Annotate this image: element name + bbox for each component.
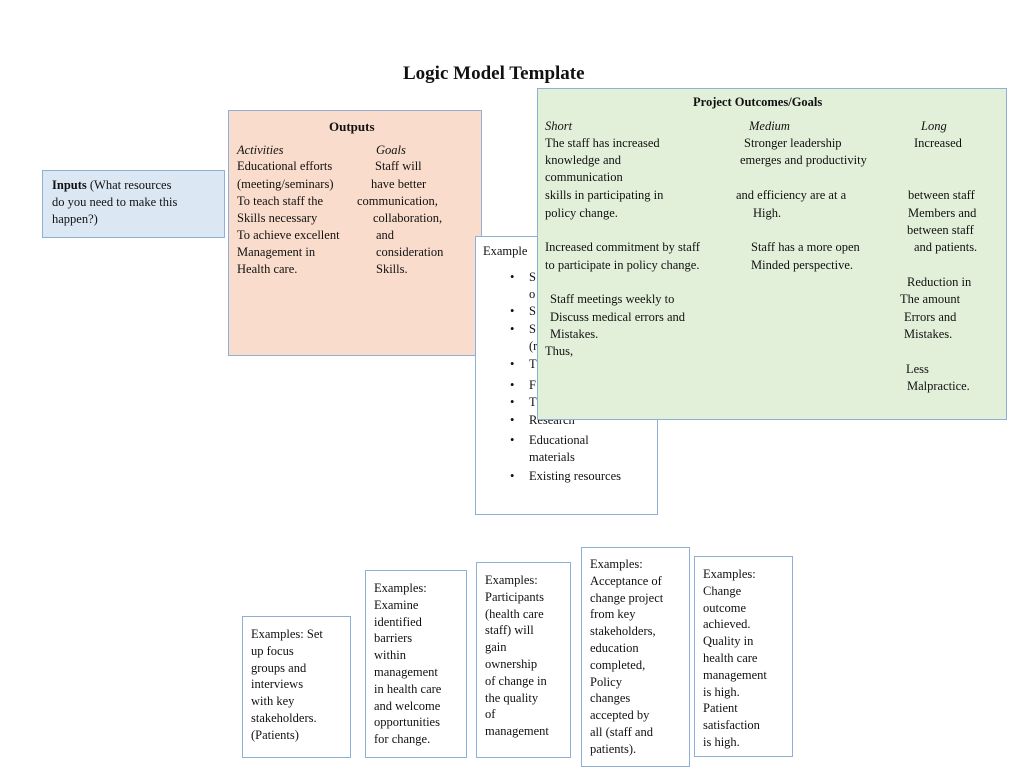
short-line: communication (545, 170, 623, 184)
long-line: between staff (908, 188, 975, 202)
resource-item: S (529, 322, 536, 336)
activity-line: Health care. (237, 262, 298, 276)
resource-item: T (529, 357, 537, 371)
activity-line: To achieve excellent (237, 228, 340, 242)
bullet-dot: • (510, 433, 515, 447)
short-line: skills in participating in (545, 188, 664, 202)
resource-item: Educational (529, 433, 589, 447)
resource-item: S (529, 270, 536, 284)
bullet-dot: • (510, 304, 515, 318)
goals-label: Goals (376, 143, 406, 157)
inputs-box: Inputs (What resources do you need to ma… (42, 170, 225, 238)
long-line: Mistakes. (904, 327, 953, 341)
medium-line: Stronger leadership (744, 136, 842, 150)
medium-line: High. (753, 206, 782, 220)
short-line: The staff has increased (545, 136, 660, 150)
outcomes-box: Project Outcomes/Goals Short Medium Long… (537, 88, 1007, 420)
long-line: Malpractice. (907, 379, 970, 393)
inputs-line-2: do you need to make this (52, 195, 178, 209)
goal-line: collaboration, (373, 211, 443, 225)
inputs-text: (What resources (86, 178, 172, 192)
bullet-dot: • (510, 270, 515, 284)
short-line: knowledge and (545, 153, 622, 167)
goal-line: have better (371, 177, 427, 191)
goal-line: Skills. (376, 262, 408, 276)
resource-item-continued: materials (529, 450, 575, 464)
resources-label: Example (483, 244, 528, 258)
medium-line: and efficiency are at a (736, 188, 847, 202)
short-line: Staff meetings weekly to (550, 292, 675, 306)
bullet-dot: • (510, 357, 515, 371)
activities-label: Activities (237, 143, 284, 157)
example-box-short-term: Examples: Participants (health care staf… (476, 562, 571, 758)
long-line: between staff (907, 223, 974, 237)
long-label: Long (921, 119, 947, 133)
example-box-medium-term: Examples: Acceptance of change project f… (581, 547, 690, 767)
medium-line: Minded perspective. (751, 258, 854, 272)
activity-line: (meeting/seminars) (237, 177, 334, 191)
medium-label: Medium (749, 119, 790, 133)
goal-line: communication, (357, 194, 438, 208)
example-box-activities: Examples: Set up focus groups and interv… (242, 616, 351, 758)
goal-line: consideration (376, 245, 444, 259)
short-line: Increased commitment by staff (545, 240, 700, 254)
outputs-box: Outputs Activities Goals Educational eff… (228, 110, 482, 356)
page-title: Logic Model Template (403, 63, 585, 84)
bullet-dot: • (510, 378, 515, 392)
example-text: Examples: Change outcome achieved. Quali… (703, 567, 767, 749)
short-line: to participate in policy change. (545, 258, 700, 272)
example-text: Examples: Set up focus groups and interv… (251, 627, 323, 742)
bullet-dot: • (510, 413, 515, 427)
example-text: Examples: Examine identified barriers wi… (374, 581, 442, 747)
resource-item: Existing resources (529, 469, 621, 483)
example-text: Examples: Acceptance of change project f… (590, 557, 664, 756)
medium-line: emerges and productivity (740, 153, 867, 167)
example-box-outputs: Examples: Examine identified barriers wi… (365, 570, 467, 758)
outputs-heading: Outputs (329, 119, 375, 134)
activity-line: Educational efforts (237, 159, 333, 173)
short-line: policy change. (545, 206, 618, 220)
long-line: Less (906, 362, 929, 376)
bullet-dot: • (510, 395, 515, 409)
example-text: Examples: Participants (health care staf… (485, 573, 549, 739)
long-line: and patients. (914, 240, 978, 254)
long-line: The amount (900, 292, 961, 306)
inputs-line-3: happen?) (52, 212, 98, 226)
short-label: Short (545, 119, 573, 133)
outcomes-heading: Project Outcomes/Goals (693, 95, 823, 109)
bullet-dot: • (510, 469, 515, 483)
long-line: Members and (908, 206, 977, 220)
goal-line: and (376, 228, 395, 242)
long-line: Increased (914, 136, 962, 150)
goal-line: Staff will (375, 159, 422, 173)
resource-item: T (529, 395, 537, 409)
short-line: Thus, (545, 344, 574, 358)
bullet-dot: • (510, 322, 515, 336)
long-line: Errors and (904, 310, 957, 324)
activity-line: To teach staff the (237, 194, 324, 208)
short-line: Mistakes. (550, 327, 599, 341)
resource-item-continued: (r (529, 339, 538, 353)
inputs-line-1: Inputs (What resources (52, 179, 171, 192)
example-box-long-term: Examples: Change outcome achieved. Quali… (694, 556, 793, 757)
short-line: Discuss medical errors and (550, 310, 686, 324)
resource-item: F (529, 378, 536, 392)
resource-item-continued: o (529, 287, 536, 301)
long-line: Reduction in (907, 275, 972, 289)
activity-line: Management in (237, 245, 316, 259)
resource-item: S (529, 304, 536, 318)
inputs-heading: Inputs (52, 178, 87, 192)
medium-line: Staff has a more open (751, 240, 860, 254)
activity-line: Skills necessary (237, 211, 318, 225)
